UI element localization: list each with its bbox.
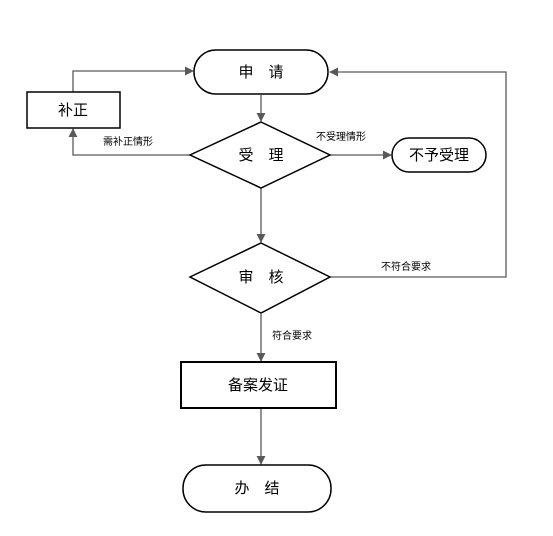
node-done	[182, 464, 332, 513]
edge-label-needs-correction: 需补正情形	[103, 135, 153, 148]
node-certify	[180, 361, 337, 409]
node-accept	[188, 121, 332, 189]
edge-correct-to-apply	[72, 66, 194, 92]
node-correct-label: 补正	[58, 101, 88, 119]
node-apply-label: 申 请	[238, 63, 283, 81]
node-reject	[391, 137, 487, 173]
edge-label-not-meet: 不符合要求	[381, 260, 431, 273]
edge-accept-to-correct	[68, 128, 190, 156]
node-done-label: 办 结	[234, 479, 279, 497]
node-correct	[26, 91, 121, 129]
node-certify-label: 备案发证	[228, 376, 288, 394]
edge-label-meets: 符合要求	[272, 329, 312, 342]
node-apply	[193, 49, 329, 95]
edge-label-not-accepted: 不受理情形	[316, 130, 366, 143]
node-accept-label: 受 理	[238, 146, 283, 164]
node-review-label: 审 核	[238, 268, 283, 286]
node-review	[188, 242, 332, 314]
edge-review-to-apply	[329, 67, 507, 278]
node-reject-label: 不予受理	[409, 146, 469, 164]
